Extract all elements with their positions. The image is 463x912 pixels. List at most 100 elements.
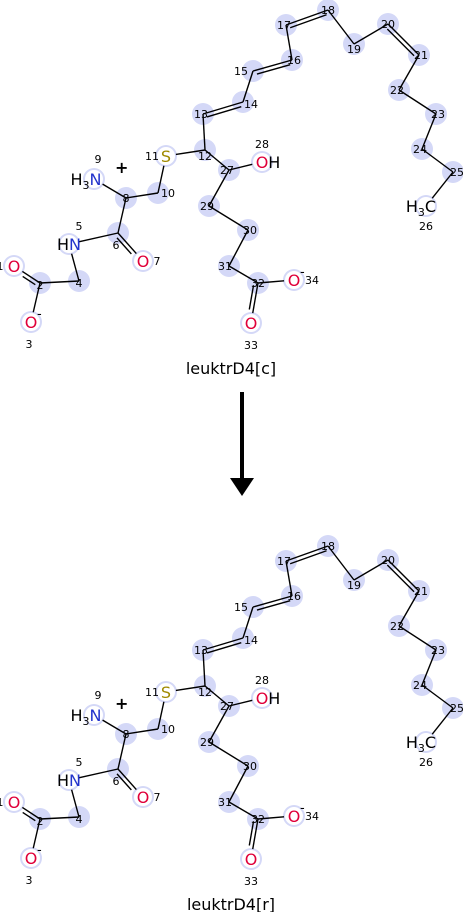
product-atom-label-5: HN: [57, 771, 81, 790]
reactant-bond-29-30: [208, 205, 249, 231]
product-bond-15-16: [252, 595, 293, 608]
product-atom-index-17: 17: [277, 555, 291, 568]
reactant-bond2-17-18: [289, 14, 327, 29]
reactant-bond-4-5: [70, 253, 80, 282]
product-atom-index-30: 30: [243, 760, 257, 773]
product-bond-13-14: [202, 637, 244, 651]
product-atom-index-25: 25: [450, 702, 463, 715]
product-bond2-32-33: [248, 821, 255, 846]
reactant-atom-index-12: 12: [198, 150, 212, 163]
product-bond-22-23: [398, 625, 437, 651]
product-atom-label-26: H3C: [406, 733, 436, 755]
reactant-atom-label-7: O: [137, 252, 150, 271]
product-atom-index-34: 34: [305, 810, 319, 823]
product-bond-16-17: [285, 560, 293, 597]
product-atom-label-28: OH: [256, 689, 281, 708]
product-atom-index-12: 12: [198, 686, 212, 699]
reactant-atom-index-21: 21: [414, 49, 428, 62]
product-atom-bg-7: [134, 788, 152, 806]
product-atom-bg-3: [22, 849, 40, 867]
reactant-charge-plus: +: [115, 158, 128, 177]
product-bond-30-31: [228, 765, 249, 803]
reactant-bond2-6-7: [116, 237, 132, 255]
reactant-bond-23-24: [421, 113, 437, 150]
product-atom-index-13: 13: [194, 644, 208, 657]
product-atom-label-7: O: [137, 788, 150, 807]
product-atom-bg-34: [285, 807, 303, 825]
product-atom-label-1: O: [8, 793, 21, 812]
product-atom-index-3: 3: [26, 874, 33, 887]
reactant-atom-index-20: 20: [381, 18, 395, 31]
product-atom-index-33: 33: [244, 875, 258, 888]
reactant-atom-bg-5: [60, 235, 78, 253]
reactant-atom-index-14: 14: [244, 98, 258, 111]
reactant-atom-index-24: 24: [413, 143, 427, 156]
reactant-bond2-15-16: [256, 63, 291, 75]
product-bond2-13-14: [206, 642, 242, 654]
reactant-bond2-1-2: [22, 275, 36, 286]
reactant-atom-label-1: O: [8, 257, 21, 276]
reactant-atom-label-34: O: [288, 271, 301, 290]
product-atom-bg-9: [85, 706, 103, 724]
product-bond2-6-7: [116, 773, 132, 791]
reactant-atom-index-30: 30: [243, 224, 257, 237]
reactant-atom-bg-7: [134, 252, 152, 270]
product-charge-minus-34: -: [300, 801, 305, 816]
product-atom-index-4: 4: [76, 813, 83, 826]
product-atom-index-32: 32: [251, 813, 265, 826]
reactant-atom-index-22: 22: [390, 84, 404, 97]
reactant-bond-12-13: [202, 113, 206, 151]
reactant-bond-27-29: [208, 169, 230, 207]
reactant-atom-bg-26: [417, 197, 435, 215]
product-bond-32-33: [252, 818, 259, 850]
reactant-bond-6-8: [117, 197, 127, 234]
reactant-atom-bg-34: [285, 271, 303, 289]
reactant-atom-index-1: 1: [0, 260, 4, 273]
reactant-atom-label-9: H3N: [71, 170, 102, 192]
reactant-charge-minus-3: -: [37, 307, 42, 322]
product-bond-2-4: [39, 816, 80, 820]
product-atom-bg-33: [242, 850, 260, 868]
product-bond-27-29: [208, 705, 230, 743]
product-bond-12-27: [204, 685, 230, 707]
reactant-atom-index-28: 28: [255, 138, 269, 151]
reactant-atom-index-8: 8: [123, 192, 130, 205]
reactant-atom-index-34: 34: [305, 274, 319, 287]
reactant-bond-24-25: [421, 148, 454, 173]
reactant-atom-index-5: 5: [76, 220, 83, 233]
product-bond-23-24: [421, 649, 437, 686]
reactant-atom-index-32: 32: [251, 277, 265, 290]
product-bond-11-12: [175, 685, 206, 692]
reactant-bond-32-34: [257, 280, 285, 284]
product-bond-8-9: [102, 719, 127, 735]
reactant-atom-label-3: O: [25, 313, 38, 332]
reactant-atom-index-23: 23: [431, 108, 445, 121]
product-atom-index-27: 27: [220, 700, 234, 713]
reactant-bond-14-15: [242, 70, 254, 103]
reactant-atom-bg-28: [253, 153, 271, 171]
reactant-atom-index-3: 3: [26, 338, 33, 351]
reactant-atom-index-27: 27: [220, 164, 234, 177]
product-bond-10-11: [157, 701, 165, 730]
reactant-atom-label-33: O: [245, 314, 258, 333]
product-atom-index-15: 15: [234, 601, 248, 614]
reactant-bond-13-14: [202, 101, 244, 115]
reactant-bond-22-23: [398, 89, 437, 115]
product-atom-index-2: 2: [37, 815, 44, 828]
reactant-atom-index-11: 11: [145, 150, 159, 163]
reactant-atom-index-2: 2: [37, 279, 44, 292]
product-atom-label-33: O: [245, 850, 258, 869]
product-atom-index-22: 22: [390, 620, 404, 633]
product-bond-2-3: [32, 818, 41, 849]
reactant-name: leuktrD4[c]: [186, 359, 276, 378]
reactant-atom-bg-1: [5, 257, 23, 275]
product-atom-bg-1: [5, 793, 23, 811]
product-atom-index-1: 1: [0, 796, 4, 809]
reactant-bond-2-3: [32, 282, 41, 313]
reactant-bond-18-19: [327, 9, 355, 45]
reactant-bond-20-21: [387, 23, 420, 56]
reactant-bond-27-28: [228, 163, 253, 171]
reactant-bond-16-17: [285, 24, 293, 61]
product-atom-label-9: H3N: [71, 706, 102, 728]
reactant-bond-30-31: [228, 229, 249, 267]
